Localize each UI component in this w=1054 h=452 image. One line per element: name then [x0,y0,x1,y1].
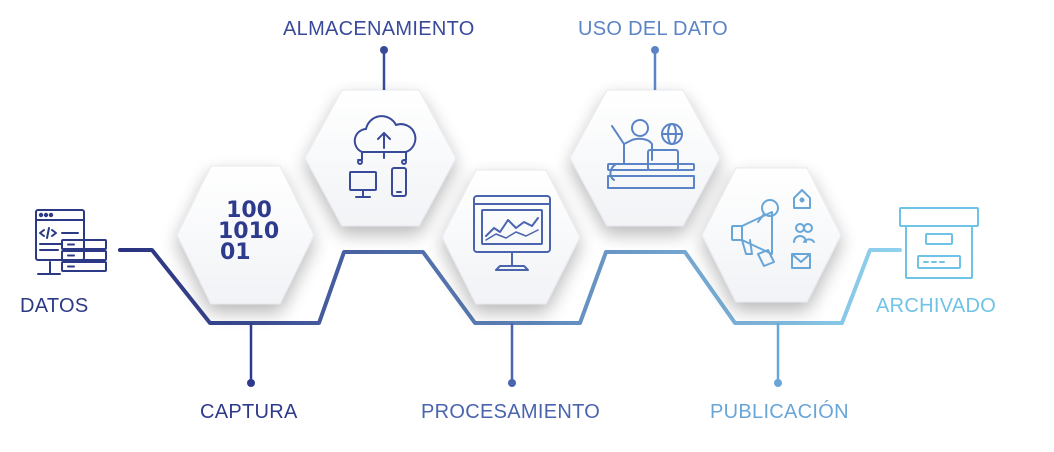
label-procesamiento: PROCESAMIENTO [421,401,601,423]
hexagon-uso-del-dato [569,89,721,227]
hexagon-almacenamiento [304,89,457,227]
connector-almacenamiento [380,46,388,90]
hexagon-captura [176,165,315,305]
connector-procesamiento [508,323,516,387]
connector-uso-del-dato [651,46,659,90]
user-laptop-globe-icon [607,119,695,189]
label-publicacion: PUBLICACIÓN [710,401,849,423]
label-datos: DATOS [20,295,89,317]
flow-line [118,248,902,325]
binary-line: 01 [220,240,251,265]
binary-line: 100 [226,198,272,223]
binary-line: 1010 [218,219,280,244]
megaphone-icon [731,189,815,269]
binary-code-icon: 100 1010 01 [218,198,288,265]
cloud-storage-icon [349,115,417,198]
monitor-chart-icon [473,195,551,271]
hexagon-procesamiento [441,169,581,305]
connector-publicacion [774,323,782,387]
label-almacenamiento: ALMACENAMIENTO [283,18,475,40]
label-archivado: ARCHIVADO [876,295,997,317]
label-captura: CAPTURA [200,401,298,423]
connector-captura [247,323,255,387]
label-uso-del-dato: USO DEL DATO [578,18,728,40]
archive-box-icon [899,207,979,279]
server-code-icon [35,209,107,275]
